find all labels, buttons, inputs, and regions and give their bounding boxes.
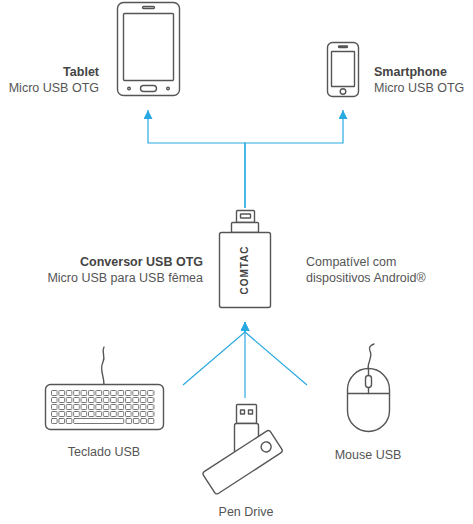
- product-name: Conversor USB OTG: [0, 254, 203, 270]
- connector-arrow: [148, 110, 245, 208]
- key-cap: [59, 419, 65, 424]
- connector-arrow: [244, 322, 245, 398]
- otg-converter: Conversor USB OTGMicro USB para USB fême…: [215, 208, 275, 322]
- device-name: Teclado USB: [40, 444, 168, 460]
- plug-collar: [232, 223, 259, 233]
- mouse-cable: [368, 344, 374, 369]
- connector-hole: [241, 410, 245, 414]
- connector-arrow: [245, 110, 343, 208]
- connector-type: Micro USB OTG: [0, 80, 99, 96]
- key-cap: [133, 419, 139, 424]
- cover-plate: [202, 429, 283, 494]
- product-description: Micro USB para USB fêmea: [0, 270, 203, 286]
- keyboard-icon: [46, 347, 164, 430]
- phone-body: [328, 43, 359, 97]
- micro-usb-slot: [241, 214, 251, 218]
- mouse-icon: [348, 344, 390, 432]
- device-name: Pen Drive: [200, 504, 292, 520]
- swivel-cover: [202, 429, 283, 494]
- cover-pivot: [259, 440, 273, 454]
- space-bar: [74, 419, 124, 424]
- tablet-icon: [118, 3, 180, 96]
- smartphone-device: SmartphoneMicro USB OTG: [318, 38, 368, 110]
- device-name: Tablet: [0, 64, 99, 80]
- brand-logo: COMTAC: [237, 230, 253, 310]
- micro-usb-plug: [237, 211, 255, 223]
- tablet-home-button: [141, 86, 157, 92]
- compatibility-note: Compatível com dispositivos Android®: [306, 254, 446, 286]
- phone-home-button: [340, 89, 346, 95]
- pendrive-icon: [202, 405, 283, 495]
- tablet-device: TabletMicro USB OTG: [110, 0, 188, 110]
- keyboard-device: Teclado USB: [40, 343, 183, 463]
- key-cap: [148, 419, 154, 424]
- tablet-speaker: [143, 7, 155, 9]
- connector-arrow: [245, 322, 307, 385]
- keyboard-body: [46, 385, 164, 430]
- tablet-body: [118, 3, 180, 96]
- device-name: Smartphone: [374, 64, 473, 80]
- key-cap: [141, 419, 147, 424]
- device-name: Mouse USB: [320, 447, 416, 463]
- connector-hole: [249, 410, 253, 414]
- keyboard-cable: [101, 347, 104, 385]
- tablet-key: [128, 87, 131, 90]
- phone-screen: [332, 52, 355, 87]
- tablet-key: [167, 87, 170, 90]
- usb-connector: [237, 405, 257, 424]
- mouse-wheel: [366, 376, 372, 388]
- pendrive-device: Pen Drive: [200, 398, 292, 524]
- smartphone-icon: [328, 43, 359, 97]
- key-cap: [52, 419, 58, 424]
- phone-speaker: [339, 46, 348, 48]
- tablet-screen: [124, 14, 174, 81]
- key-cap: [126, 419, 132, 424]
- connector-group: [148, 110, 343, 398]
- mouse-device: Mouse USB: [307, 340, 430, 465]
- connector-type: Micro USB OTG: [374, 80, 473, 96]
- key-rows: [51, 390, 155, 418]
- mouse-body: [348, 369, 390, 432]
- key-cap: [66, 419, 72, 424]
- connector-arrow: [183, 322, 245, 385]
